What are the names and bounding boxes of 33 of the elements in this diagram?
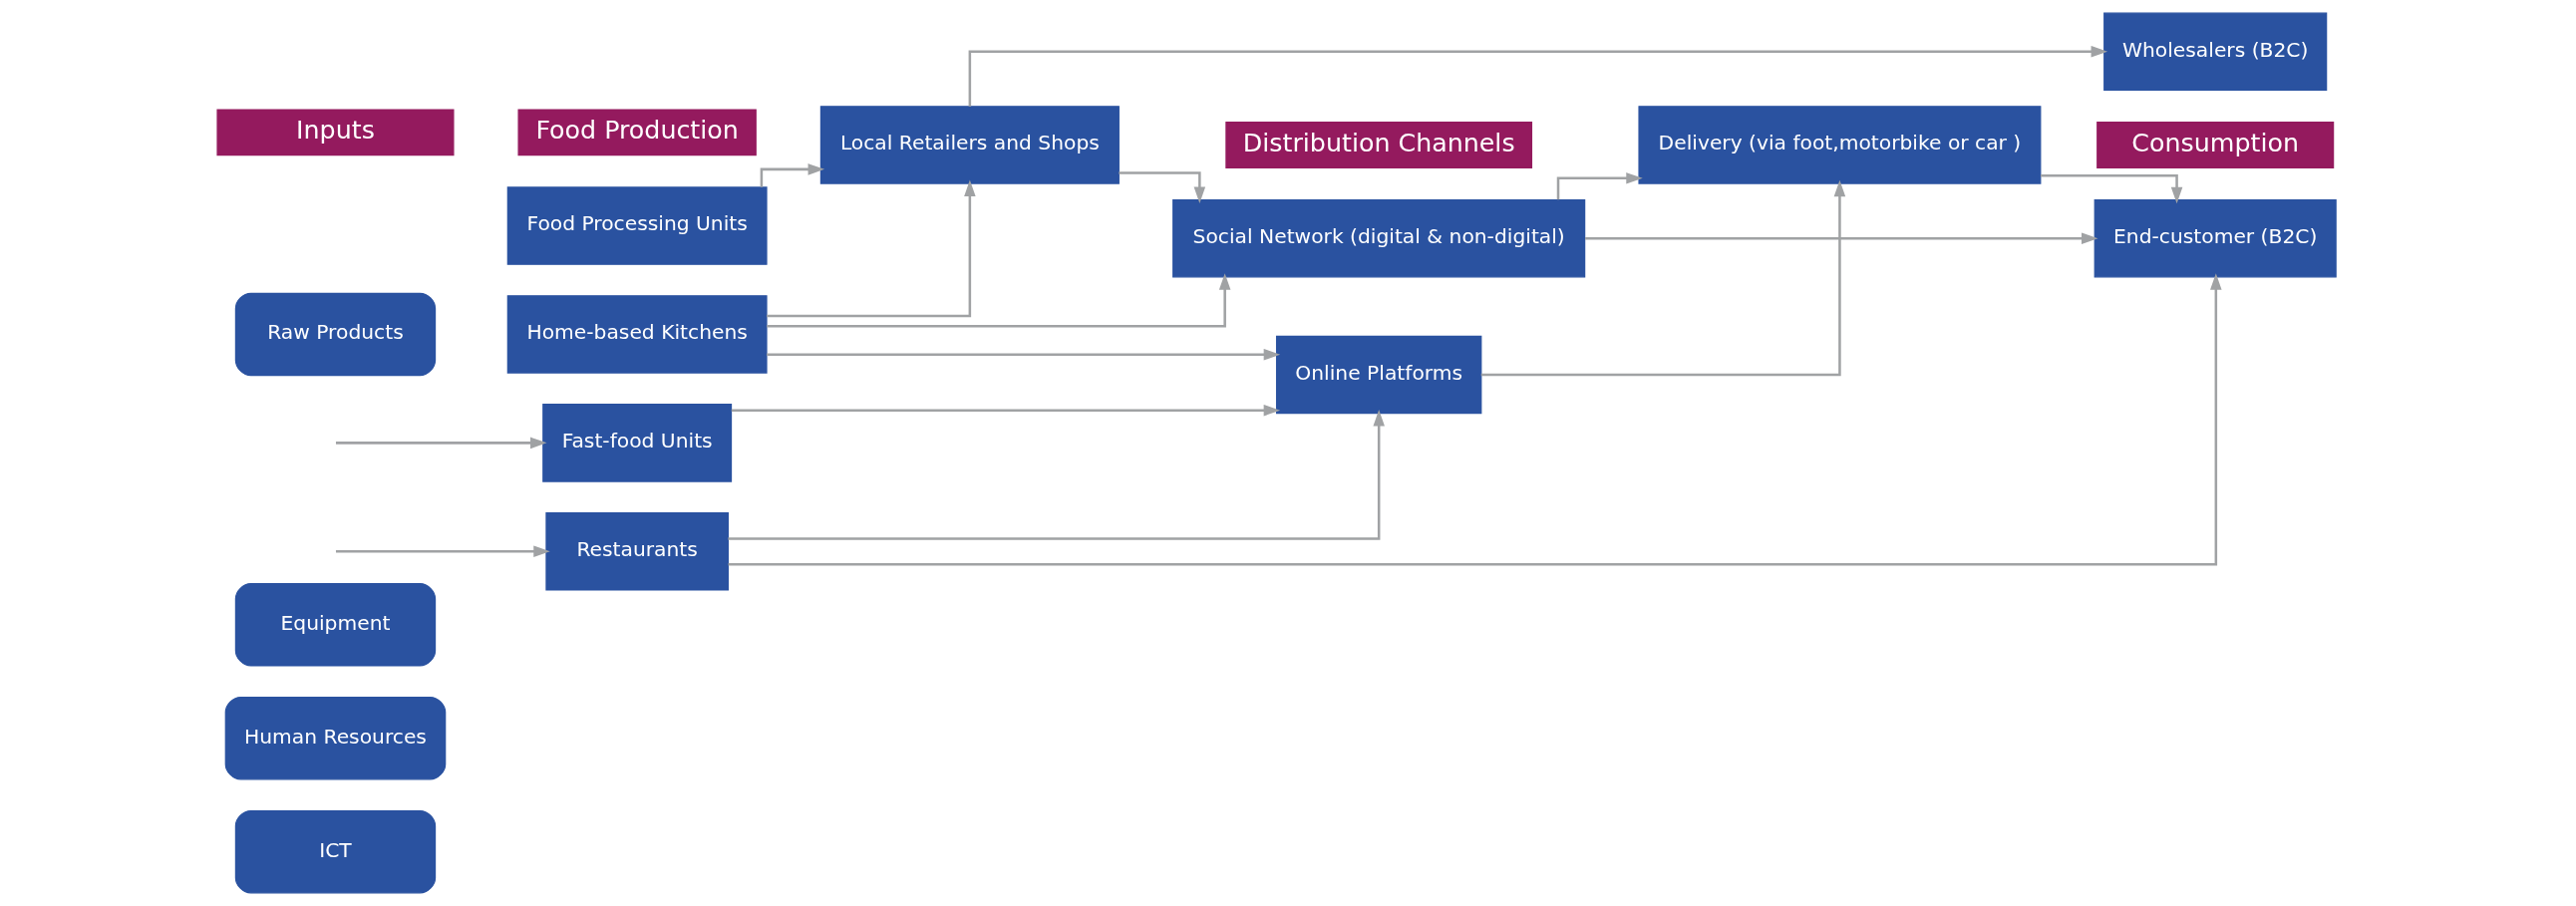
arrow — [1585, 232, 2098, 244]
arrow — [335, 545, 550, 558]
node-box: Restaurants — [545, 512, 729, 591]
node-box: Inputs — [216, 109, 455, 156]
node-box: Food Processing Units — [506, 186, 768, 265]
node-box: Consumption — [2096, 122, 2335, 168]
arrow — [968, 46, 2108, 107]
node-box: Home-based Kitchens — [506, 295, 768, 374]
arrow — [335, 437, 547, 450]
node-box: ICT — [234, 809, 437, 894]
node-box: Food Production — [517, 109, 757, 156]
node-box: Raw Products — [234, 292, 437, 377]
arrow — [728, 410, 1385, 540]
arrow — [1556, 172, 1643, 200]
arrow — [767, 273, 1231, 328]
arrow — [728, 273, 2222, 566]
arrow — [2041, 173, 2183, 204]
node-box: Online Platforms — [1275, 335, 1482, 415]
node-box: Local Retailers and Shops — [819, 106, 1120, 184]
arrow — [1119, 171, 1206, 204]
arrow — [731, 404, 1281, 417]
arrow — [767, 348, 1281, 361]
node-box: Human Resources — [224, 696, 447, 780]
node-box: Fast-food Units — [542, 404, 733, 482]
node-box: End-customer (B2C) — [2093, 198, 2337, 278]
node-box: Delivery (via foot,motorbike or car ) — [1638, 106, 2042, 184]
arrow — [760, 163, 825, 187]
arrow — [1480, 179, 1846, 377]
arrow — [767, 179, 976, 318]
node-box: Equipment — [234, 582, 437, 667]
node-box: Distribution Channels — [1225, 122, 1533, 168]
node-box: Wholesalers (B2C) — [2103, 12, 2328, 92]
node-box: Social Network (digital & non-digital) — [1172, 198, 1586, 278]
